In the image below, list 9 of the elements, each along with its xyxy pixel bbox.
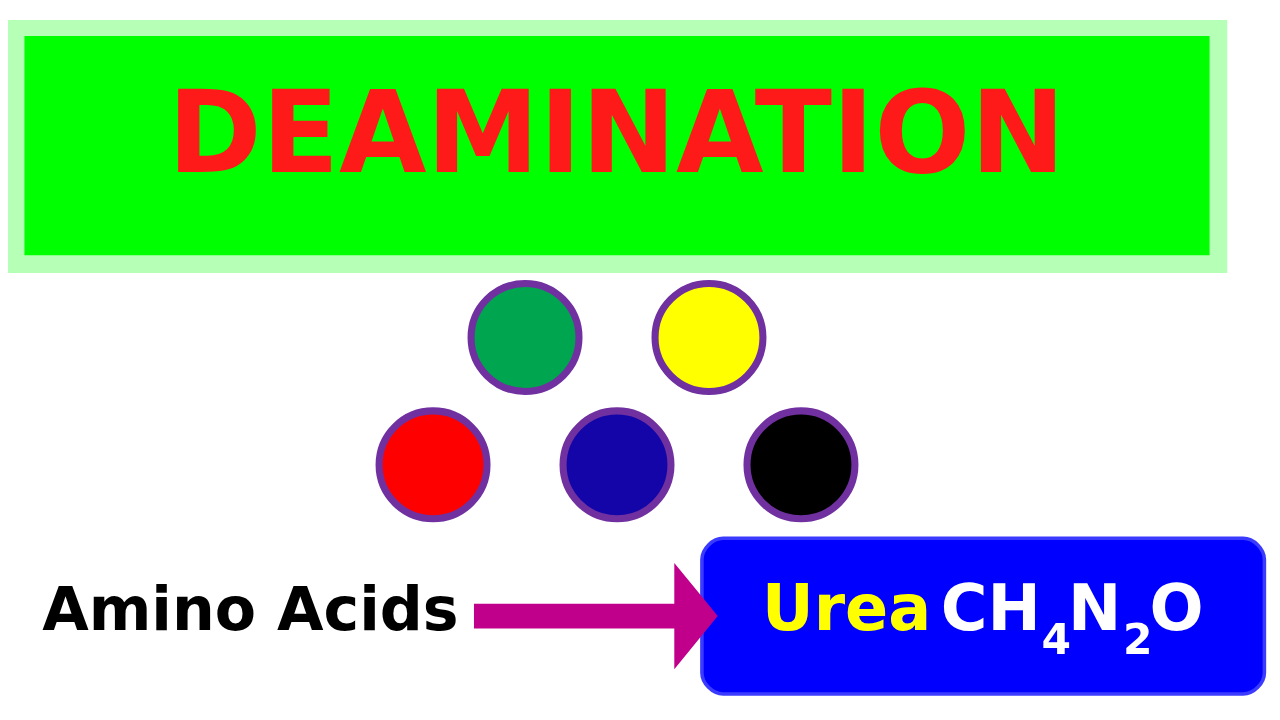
node-box: Urea CH$_{4}$N$_{2}$O <box>700 536 1267 696</box>
node-circle <box>559 406 675 522</box>
node-circle <box>651 279 767 395</box>
arrow <box>474 562 718 669</box>
node-circle <box>375 406 491 522</box>
node-box: DEAMINATION <box>8 19 1228 273</box>
node-circle <box>743 406 859 522</box>
node-circle <box>467 279 583 395</box>
node-text: Amino Acids <box>42 573 459 644</box>
